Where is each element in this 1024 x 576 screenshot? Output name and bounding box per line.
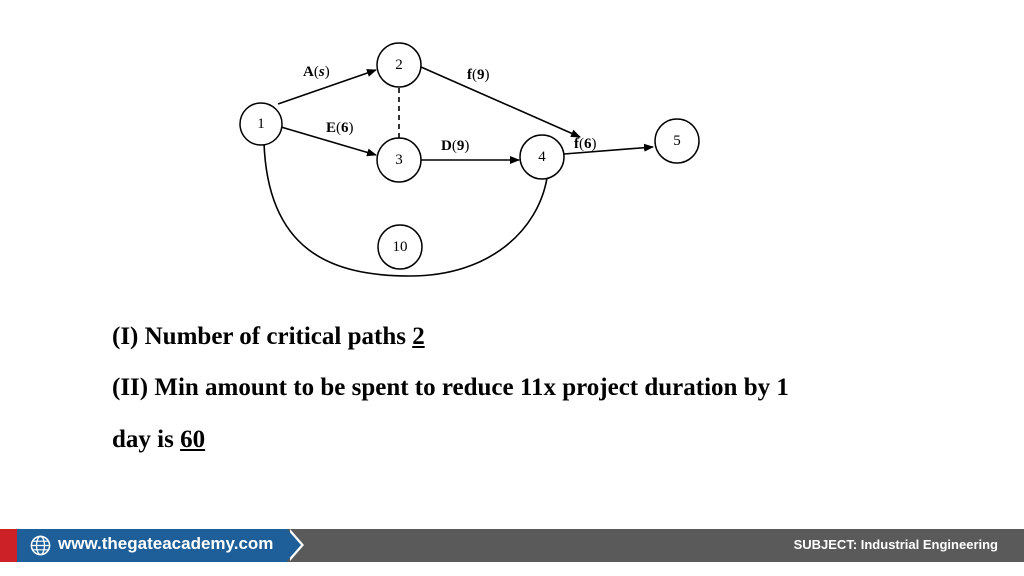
node-4: 4: [519, 134, 565, 180]
node-10: 10: [377, 224, 423, 270]
label-edge-d: D(9): [441, 138, 469, 154]
footer-website-banner: [17, 529, 287, 562]
svg-text:10: 10: [393, 239, 408, 255]
footer-arrow-tip: [287, 529, 301, 561]
svg-text:4: 4: [538, 149, 546, 165]
label-edge-f-right: f(6): [574, 136, 597, 152]
question-min-amount: (II) Min amount to be spent to reduce 11…: [112, 374, 789, 402]
node-5: 5: [654, 118, 700, 164]
footer-bar: www.thegateacademy.com SUBJECT: Industri…: [0, 529, 1024, 562]
label-edge-f-top: f(9): [467, 67, 490, 83]
answer-min-amount-value: 60: [180, 426, 206, 453]
node-1: 1: [239, 102, 283, 146]
globe-icon: [30, 535, 51, 556]
edge-1-3: [280, 126, 377, 157]
answer-min-amount-text: day is: [112, 426, 181, 453]
svg-text:2: 2: [395, 57, 403, 73]
node-2: 2: [376, 42, 422, 88]
footer-accent-stripe: [0, 529, 17, 562]
edge-1-2: [277, 69, 377, 105]
label-edge-e: E(6): [326, 120, 354, 136]
svg-text:1: 1: [257, 116, 265, 132]
answer-critical-paths-text: (I) Number of critical paths: [112, 323, 413, 350]
network-diagram: A(s) E(6) f(9) D(9) f(6) 1 2 3 4 5 10: [239, 42, 700, 277]
question-min-amount-text: (II) Min amount to be spent to reduce 11…: [112, 374, 789, 401]
answer-critical-paths: (I) Number of critical paths 2: [112, 323, 425, 351]
answer-critical-paths-value: 2: [412, 323, 425, 350]
answer-min-amount: day is 60: [112, 426, 205, 454]
edge-1-4-curve: [263, 142, 548, 277]
edge-4-5: [563, 143, 654, 155]
svg-text:5: 5: [673, 133, 681, 149]
node-3: 3: [376, 137, 422, 183]
footer-website-link[interactable]: www.thegateacademy.com: [58, 534, 274, 553]
label-edge-a: A(s): [303, 64, 330, 80]
edge-2-4: [420, 66, 581, 138]
svg-text:3: 3: [395, 152, 403, 168]
footer-subject: SUBJECT: Industrial Engineering: [793, 537, 998, 552]
